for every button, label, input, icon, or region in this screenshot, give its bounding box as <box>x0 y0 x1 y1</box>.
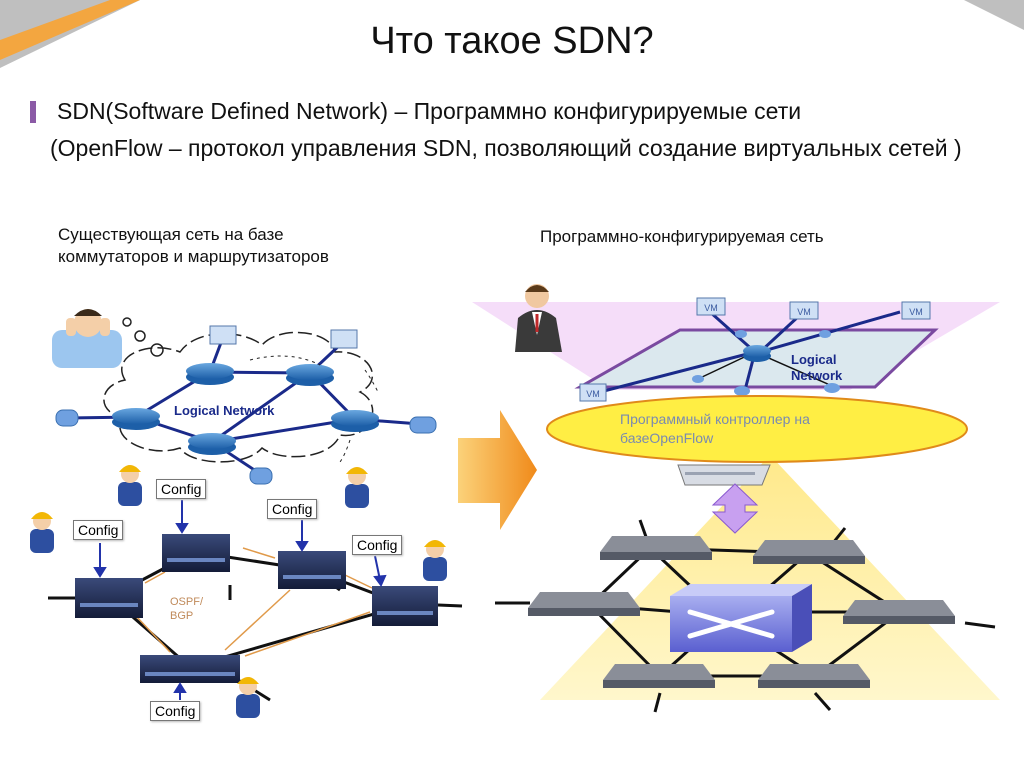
engineer-figures <box>30 465 447 718</box>
bullet-line-2: (OpenFlow – протокол управления SDN, поз… <box>50 135 962 161</box>
corner-decoration-right <box>964 0 1024 30</box>
bullet-line-1: SDN(Software Defined Network) – Программ… <box>57 98 802 124</box>
vm-label: VM <box>797 307 811 317</box>
bullet-marker <box>30 101 36 123</box>
slide-title: Что такое SDN? <box>370 20 654 62</box>
corner-decoration <box>0 0 140 68</box>
vm-icons-right <box>579 297 931 402</box>
vm-label: VM <box>909 307 923 317</box>
physical-switches <box>75 534 438 683</box>
vm-icons-left <box>209 325 358 349</box>
logical-network-label-right: Logical Network <box>791 352 843 383</box>
controller-link-arrow <box>711 483 759 534</box>
right-caption: Программно-конфигурируемая сеть <box>540 227 824 246</box>
config-arrows <box>93 500 387 700</box>
logical-network-label-left: Logical Network <box>174 403 275 418</box>
vm-label: VM <box>704 303 718 313</box>
central-openflow-switch <box>670 584 812 652</box>
businessman-figure <box>515 284 562 352</box>
sdn-switches <box>528 536 955 688</box>
controller-server <box>677 464 771 486</box>
logical-routers <box>112 363 379 455</box>
control-cone <box>540 455 1000 700</box>
openflow-controller <box>546 395 968 463</box>
controller-label: Программный контроллер на базеOpenFlow <box>620 411 810 446</box>
config-box: Config <box>150 701 201 721</box>
config-box: Config <box>352 535 403 555</box>
routing-protocol-arrows <box>134 547 373 657</box>
stressed-admin-figure <box>52 309 122 368</box>
config-box: Config <box>73 520 124 540</box>
logical-endpoints <box>55 409 437 485</box>
virtual-switch <box>743 345 771 362</box>
routing-protocol-label: OSPF/ BGP <box>170 596 204 622</box>
virtual-endpoints <box>692 330 840 396</box>
config-box: Config <box>267 499 318 519</box>
transition-arrow <box>458 410 537 530</box>
vm-label: VM <box>586 389 600 399</box>
config-box: Config <box>156 479 207 499</box>
left-caption: Существующая сеть на базе коммутаторов и… <box>58 225 329 266</box>
